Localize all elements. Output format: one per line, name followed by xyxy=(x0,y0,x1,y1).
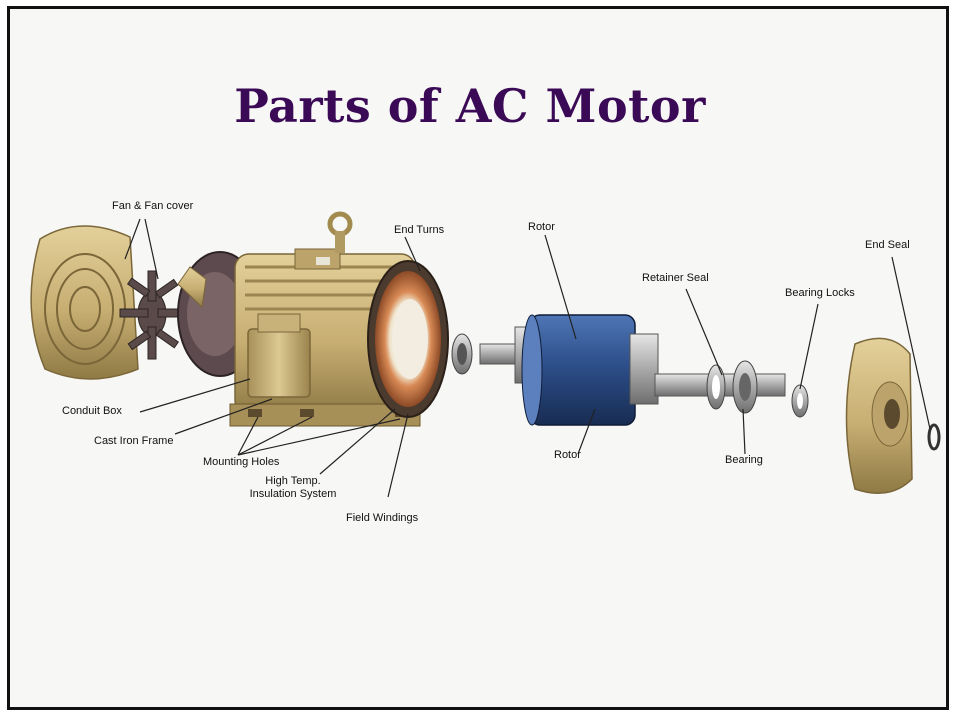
fan xyxy=(119,270,185,360)
label-rotor-bottom: Rotor xyxy=(554,449,581,461)
label-field-windings: Field Windings xyxy=(346,512,419,524)
rear-bearing xyxy=(732,360,758,414)
label-mounting-holes: Mounting Holes xyxy=(203,456,280,468)
retainer-seal xyxy=(706,364,726,410)
end-seal xyxy=(927,423,941,451)
label-end-seal: End Seal xyxy=(865,239,910,251)
label-conduit-box: Conduit Box xyxy=(62,405,122,417)
label-bearing-locks: Bearing Locks xyxy=(785,287,855,299)
fan-cover xyxy=(30,225,139,380)
label-fan-cover: Fan & Fan cover xyxy=(112,200,194,212)
motor-illustration xyxy=(30,211,941,498)
label-bearing: Bearing xyxy=(725,454,763,466)
label-cast-iron-frame: Cast Iron Frame xyxy=(94,435,174,447)
page-title: Parts of AC Motor xyxy=(234,79,706,133)
label-insulation-system: High Temp. Insulation System xyxy=(238,475,348,501)
label-rotor-top: Rotor xyxy=(528,221,555,233)
stator-windings xyxy=(367,260,449,418)
bearing-locks xyxy=(791,384,809,418)
rotor-shaft-left xyxy=(479,343,521,365)
label-retainer-seal: Retainer Seal xyxy=(642,272,709,284)
rotor xyxy=(514,314,659,426)
end-shield xyxy=(845,337,913,494)
conduit-box xyxy=(247,313,311,398)
diagram-frame: Parts of AC Motor xyxy=(7,6,949,710)
leader-lines xyxy=(124,218,931,498)
label-insulation-line1: High Temp. xyxy=(265,475,321,487)
label-insulation-line2: Insulation System xyxy=(249,488,337,500)
front-bearing xyxy=(451,333,473,375)
label-end-turns: End Turns xyxy=(394,224,445,236)
